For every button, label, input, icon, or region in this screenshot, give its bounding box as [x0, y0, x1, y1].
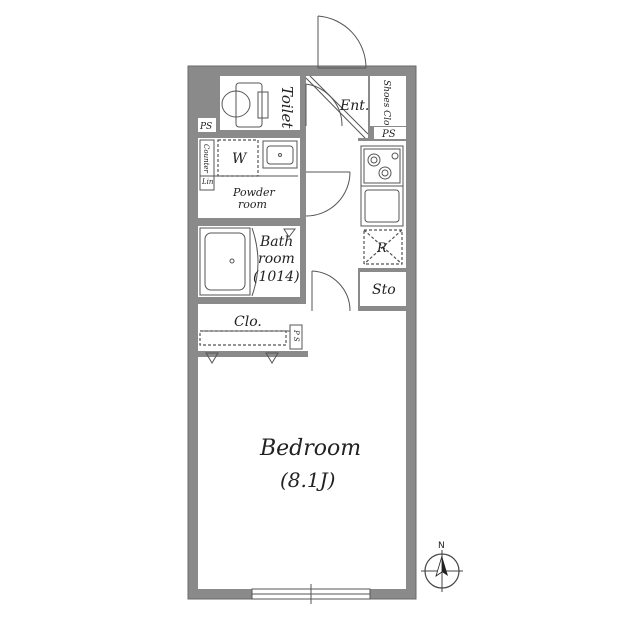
powder-room-label-2: room [238, 198, 267, 211]
toilet-area [220, 76, 300, 130]
entrance-step-line [305, 77, 366, 139]
bathroom-size-label: (1014) [253, 269, 300, 285]
bathtub-icon [199, 227, 251, 296]
bathroom-label-2: room [258, 251, 295, 267]
kitchen-sink-icon [360, 185, 404, 227]
ps-top-left-area [198, 118, 216, 132]
shoes-closet-label: Shoes Clo [381, 80, 391, 126]
toilet-door[interactable] [305, 83, 343, 127]
bedroom-size-label: (8.1J) [280, 468, 335, 492]
counter-strip [199, 139, 215, 191]
bedroom-area [198, 357, 406, 589]
counter-label: Counter [202, 144, 210, 174]
ps-top-right-area [374, 127, 406, 139]
entrance-label: Ent. [339, 98, 369, 114]
bathroom-door-curve [251, 227, 259, 297]
storage-area [360, 272, 406, 306]
entrance-step-line-2 [309, 75, 369, 135]
toilet-label: Toilet [278, 86, 296, 129]
powder-room-door[interactable] [305, 171, 351, 217]
bathroom-label-1: Bath [259, 234, 293, 250]
sink-icon [262, 140, 298, 169]
washer-label: W [232, 151, 248, 167]
ps-closet-label: P S [292, 329, 300, 342]
bedroom-label: Bedroom [259, 436, 361, 461]
compass-north-label: N [438, 541, 445, 551]
bathroom-area [198, 226, 300, 297]
closet-door-mark-right [265, 352, 279, 364]
kitchen-area [358, 141, 406, 268]
bedroom-upper-area [308, 311, 406, 361]
shoes-closet-area [370, 76, 406, 126]
closet-label: Clo. [234, 314, 262, 330]
entrance-door[interactable] [317, 15, 367, 69]
closet-door-mark-left [205, 352, 219, 364]
bedroom-door[interactable] [311, 270, 351, 312]
storage-label: Sto [372, 282, 396, 298]
toilet-fixture-icon [221, 82, 269, 128]
powder-room-area [198, 138, 300, 218]
refrigerator-icon [363, 229, 403, 265]
bath-vent-icon [283, 228, 296, 238]
refrigerator-label: R [376, 241, 387, 256]
linen-label: Lin [201, 178, 214, 186]
bedroom-window [251, 584, 371, 604]
ps-closet-box [289, 324, 303, 350]
north-compass-icon: N [421, 541, 463, 592]
ps-top-left-label: PS [199, 122, 212, 132]
ps-top-right-label: PS [381, 129, 396, 140]
powder-room-label-1: Powder [232, 186, 276, 199]
